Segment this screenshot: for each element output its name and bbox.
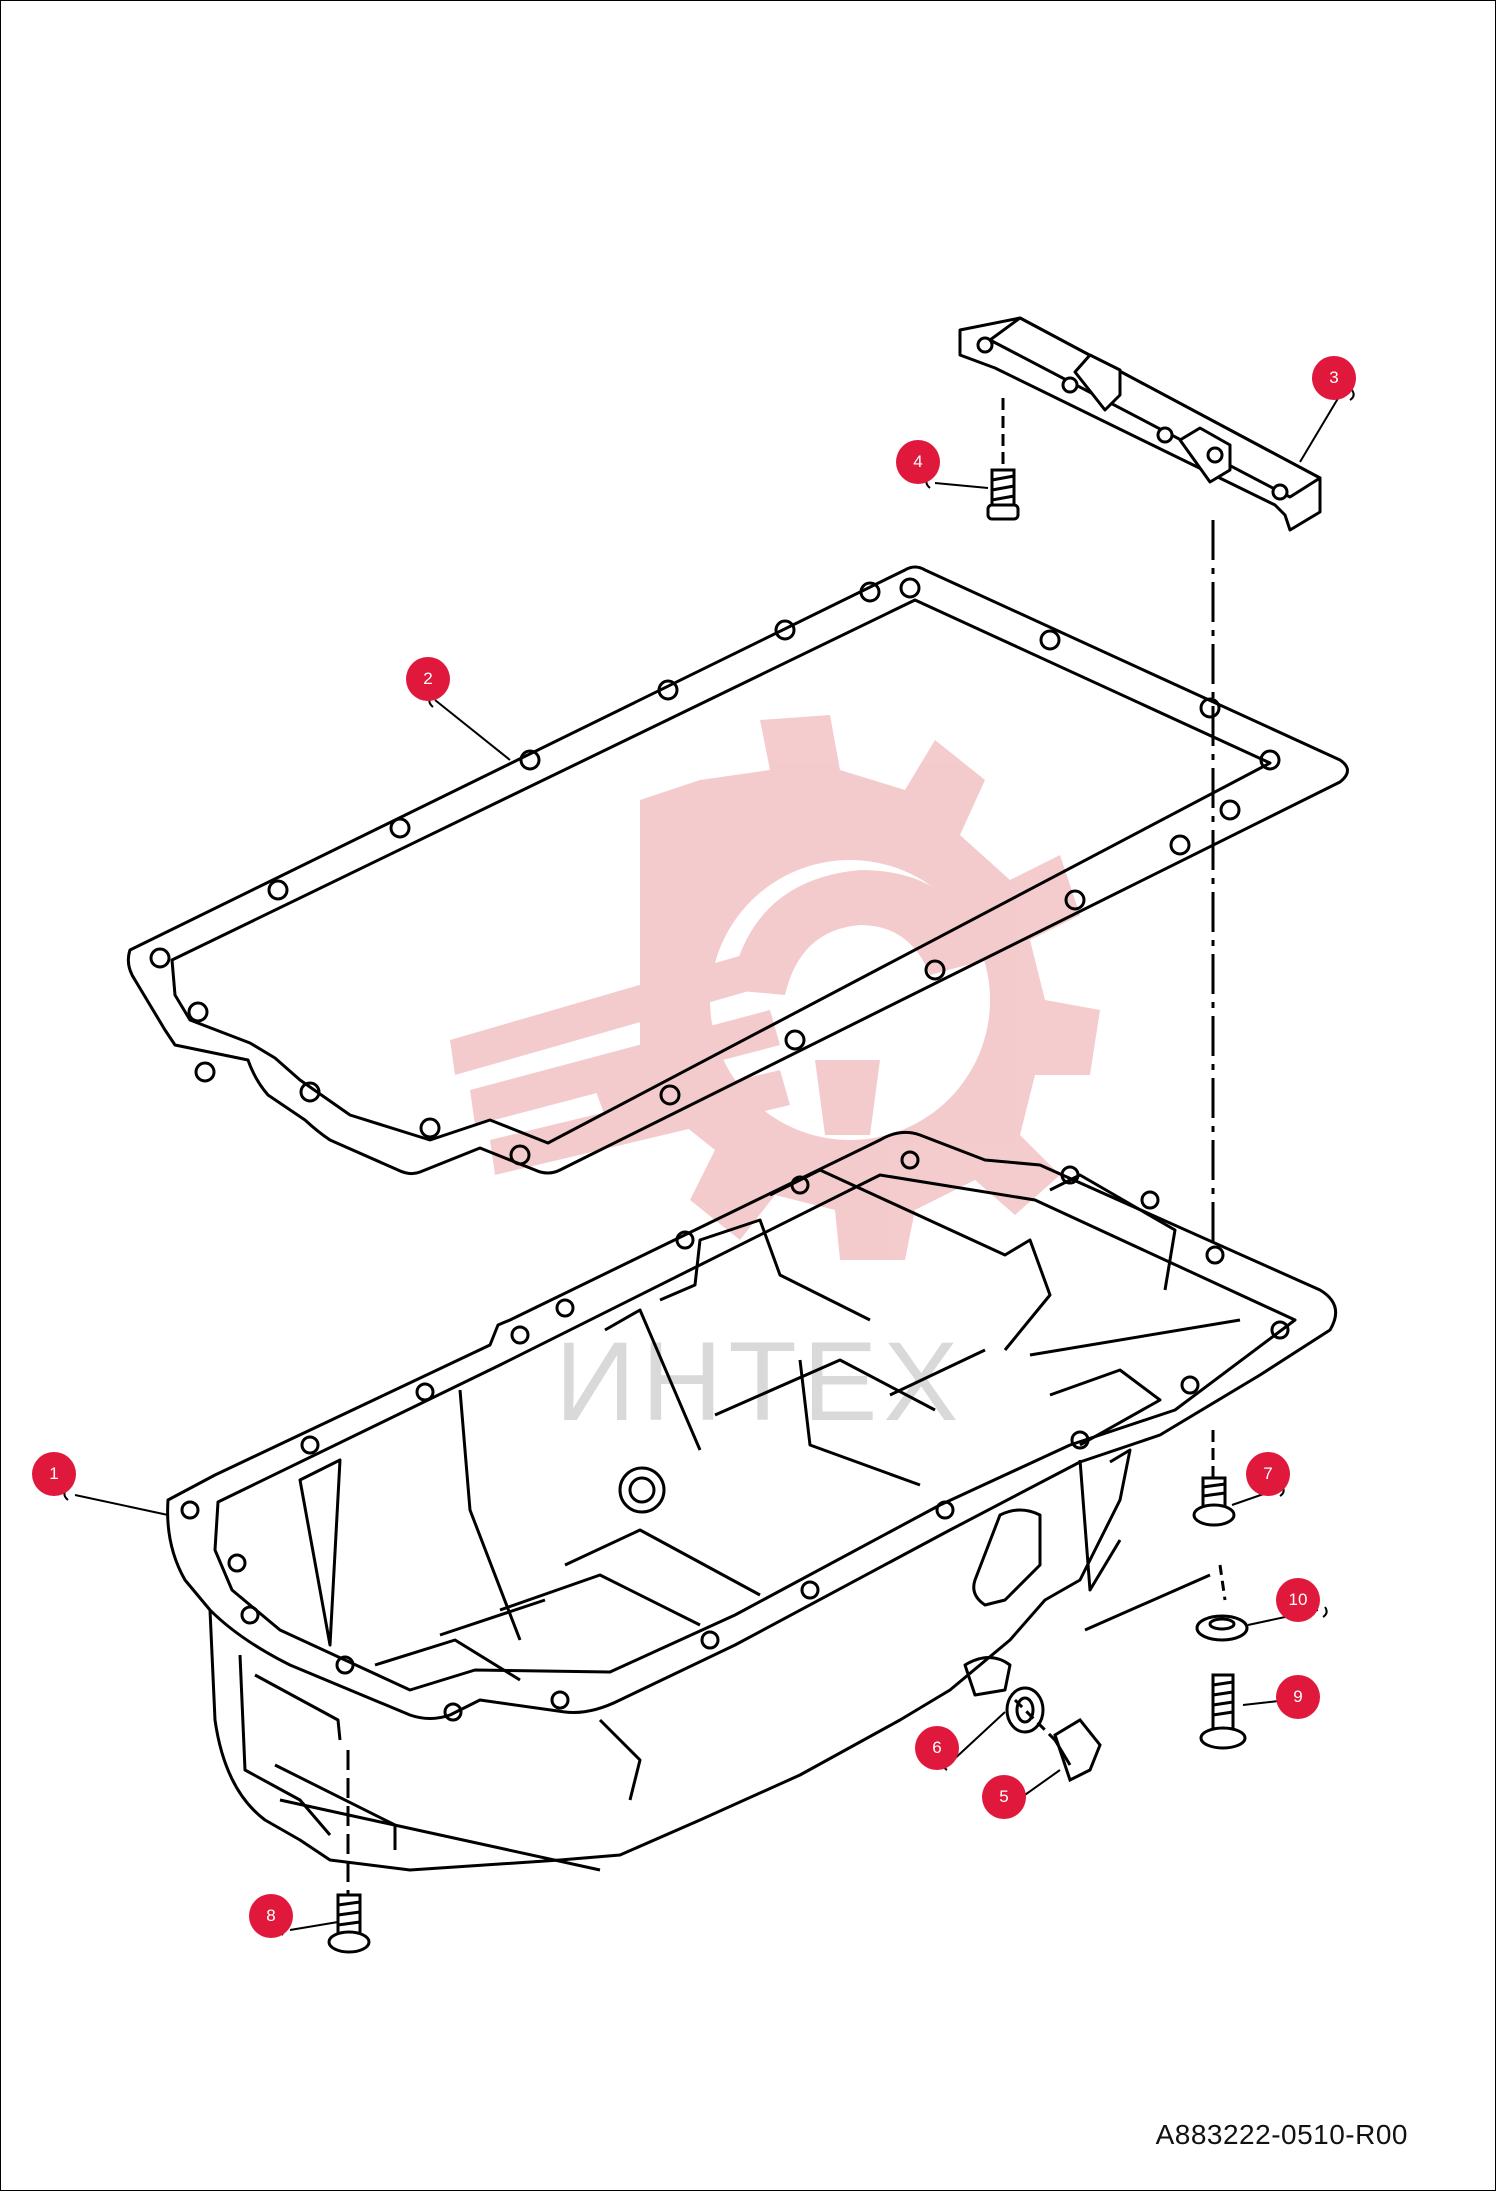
gasket-outer-edge: [126, 565, 1349, 1176]
callout-7[interactable]: 7: [1246, 1452, 1290, 1496]
callout-4[interactable]: 4: [896, 440, 940, 484]
callout-6[interactable]: 6: [915, 1726, 959, 1770]
washer-10-and-bolt-9: [1084, 1564, 1249, 1750]
bolt-8: [327, 1750, 371, 1954]
bolt-4: [986, 398, 1020, 521]
callout-1[interactable]: 1: [32, 1452, 76, 1496]
baffle-plate: [958, 316, 1322, 532]
callout-9[interactable]: 9: [1276, 1675, 1320, 1719]
leader-lines: [74, 394, 1341, 1931]
oil-pan: [166, 1130, 1338, 1872]
pan-bolt-holes: [180, 1150, 1290, 1722]
callout-3[interactable]: 3: [1312, 356, 1356, 400]
gasket-inner-edge: [170, 598, 1272, 1145]
pan-body: [208, 1448, 1132, 1872]
gasket-bolt-holes: [149, 577, 1281, 1166]
callout-10[interactable]: 10: [1276, 1578, 1320, 1622]
watermark-text: ИНТЕХ: [555, 1319, 964, 1444]
drain-plug-and-washer: [1005, 1686, 1102, 1783]
drawing-code: A883222-0510-R00: [1155, 2119, 1408, 2150]
gasket: [126, 565, 1349, 1176]
callout-2[interactable]: 2: [406, 657, 450, 701]
bolt-7: [1192, 1430, 1236, 1527]
callout-5[interactable]: 5: [982, 1775, 1026, 1819]
watermark-logo: [450, 715, 1100, 1260]
callout-8[interactable]: 8: [249, 1894, 293, 1938]
